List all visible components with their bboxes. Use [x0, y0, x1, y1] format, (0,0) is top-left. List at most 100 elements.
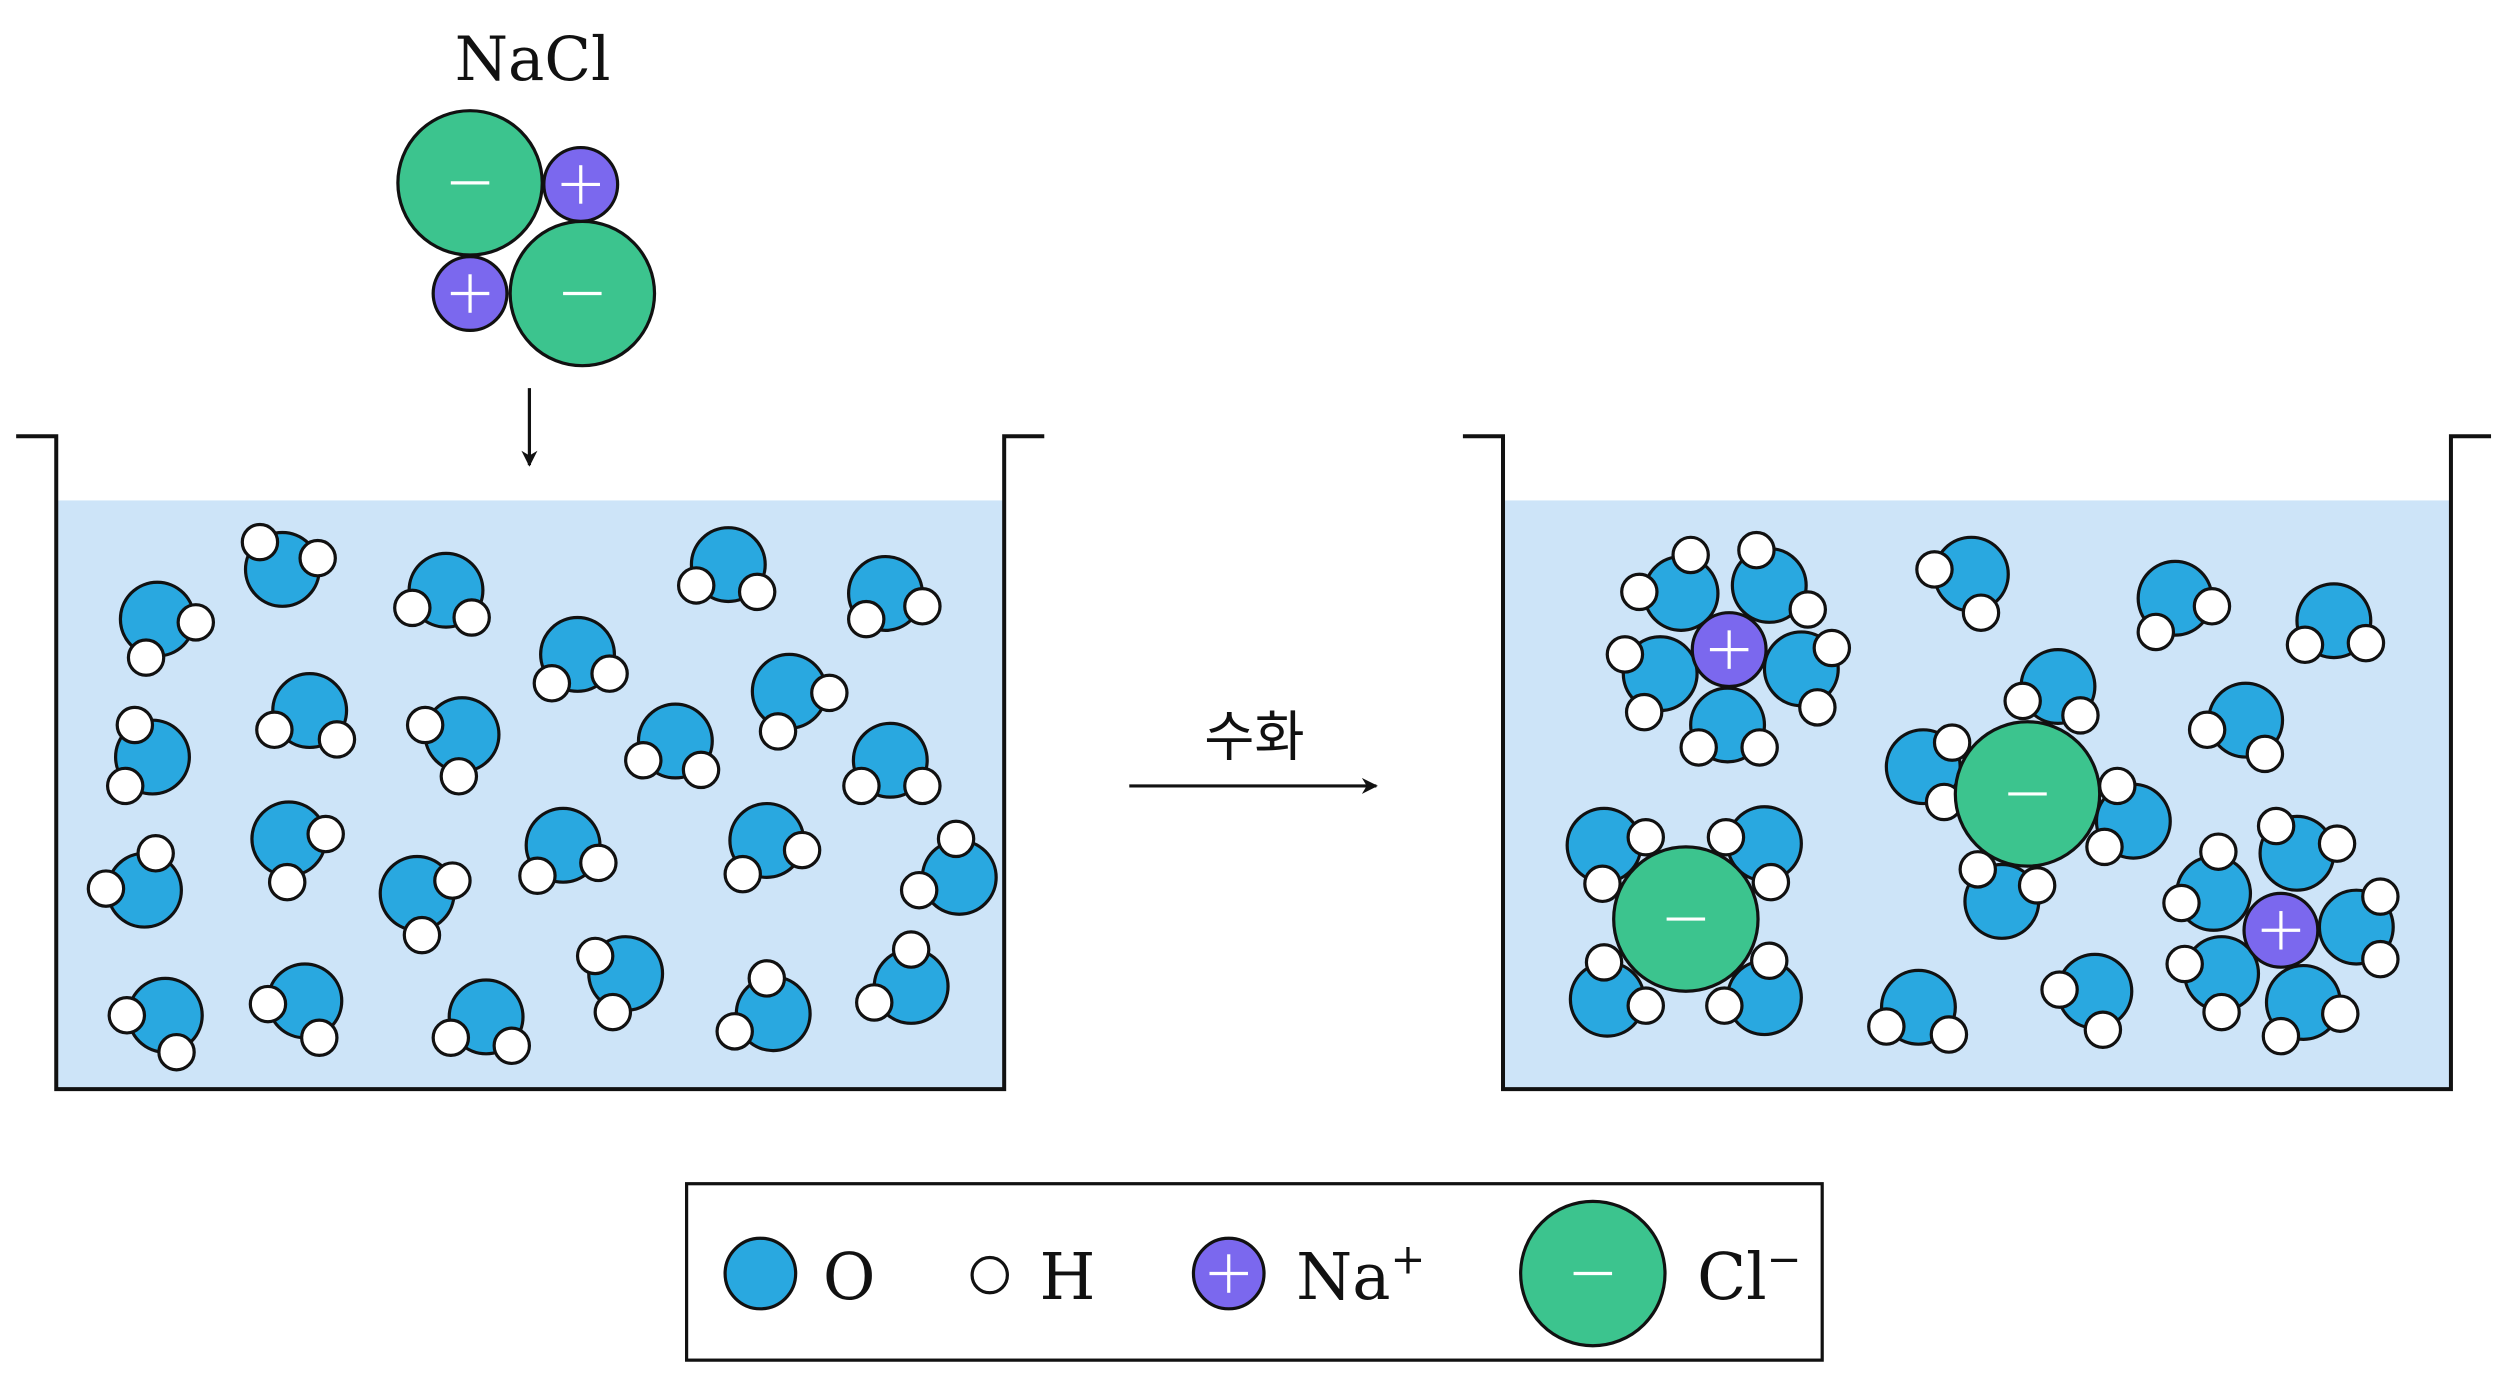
hydrogen-atom [518, 856, 557, 896]
hydrogen-atom [936, 819, 976, 859]
water-molecule [2317, 877, 2400, 979]
water-molecule [1706, 805, 1803, 902]
hydrogen-atom [240, 522, 280, 562]
water-molecule [2040, 952, 2134, 1049]
water-molecule [105, 705, 191, 806]
legend-chloride-symbol: Cl [1697, 1240, 1767, 1315]
water-molecule [431, 978, 532, 1066]
nacl-crystal [396, 109, 657, 368]
water-molecule [723, 801, 822, 894]
hydrogen-atom [2317, 824, 2357, 863]
hydrogen-atom [86, 869, 126, 908]
chloride-ion [396, 109, 544, 257]
hydrogen-atom [903, 766, 942, 806]
hydrogen-atom [2061, 696, 2100, 735]
hydrogen-atom [758, 712, 798, 751]
hydrogen-atom [402, 915, 442, 955]
hydrogen-atom [439, 757, 479, 796]
hydrogen-atom [855, 983, 894, 1022]
hydrogen-atom [1798, 688, 1837, 727]
water-molecule [248, 962, 344, 1058]
water-molecule [846, 554, 942, 639]
legend-sodium-symbol: Na [1296, 1240, 1390, 1315]
hydrogen-atom [492, 1026, 532, 1066]
hydrogen-atom [2187, 710, 2227, 750]
water-molecule [86, 834, 183, 929]
hydrogen-atom [1584, 943, 1624, 982]
hydrogen-atom [810, 673, 849, 713]
hydrogen-atom [1671, 535, 1710, 575]
nacl-formula-label: NaCl [455, 24, 611, 95]
legend-chloride-label: Cl− [1697, 1235, 1802, 1316]
hydrogen-atom [176, 603, 216, 642]
water-molecule [2003, 647, 2100, 735]
hydrogen-atom [1620, 572, 1659, 612]
chloride-ion [508, 219, 657, 368]
hydrogen-atom [1915, 550, 1954, 589]
hydrogen-atom [1812, 628, 1852, 668]
hydrogen-atom [532, 664, 572, 703]
hydrogen-atom [723, 854, 762, 894]
hydrogen-atom [2321, 994, 2360, 1033]
hydrogen-atom [1958, 850, 1998, 889]
sodium-ion [1690, 611, 1768, 689]
water-molecule [624, 702, 721, 790]
legend-hydrogen-icon [970, 1255, 1009, 1295]
water-molecule [1705, 941, 1803, 1037]
hydrogen-atom [2098, 766, 2137, 806]
water-molecule [1620, 535, 1720, 632]
hydrogen-atom [1624, 692, 1664, 732]
water-molecule [378, 854, 472, 955]
hydrogen-atom [393, 588, 432, 628]
hydrogen-atom [842, 766, 881, 806]
hydrogen-atom [2346, 623, 2386, 663]
legend-sodium-label: Na+ [1296, 1235, 1425, 1316]
legend-sodium-icon [1191, 1236, 1266, 1311]
hydrogen-atom [431, 1018, 471, 1058]
water-molecule [2085, 766, 2172, 867]
hydrogen-atom [1740, 728, 1779, 767]
hydrogen-atom [105, 766, 145, 806]
water-molecule [240, 522, 337, 608]
water-molecule [750, 652, 849, 751]
water-molecule [1884, 723, 1972, 822]
water-molecule [2162, 832, 2253, 932]
hydrogen-atom [846, 599, 886, 639]
hydrogen-atom [747, 959, 787, 998]
hydrogen-atom [126, 638, 166, 677]
legend-chloride-charge: − [1767, 1235, 1802, 1284]
water-molecule [855, 930, 950, 1025]
water-molecule [1730, 530, 1828, 629]
hydrogen-atom [452, 598, 491, 637]
hydrogen-atom [306, 814, 345, 854]
hydration-label: 수화 [1204, 704, 1304, 768]
water-molecule [842, 721, 942, 806]
water-molecule [899, 819, 998, 916]
hydrogen-atom [782, 830, 822, 870]
water-molecule [1762, 628, 1852, 727]
hydrogen-atom [575, 936, 615, 976]
hydrogen-atom [681, 750, 721, 790]
water-molecule [532, 615, 629, 703]
water-molecule [250, 800, 345, 902]
water-molecule [676, 526, 777, 612]
hydrogen-atom [2361, 877, 2400, 916]
hydrogen-atom [1867, 1007, 1906, 1046]
water-molecule [2136, 559, 2232, 652]
hydrogen-atom [298, 538, 337, 578]
hydrogen-atom [1751, 862, 1791, 902]
hydrogen-atom [2003, 681, 2042, 721]
hydrogen-atom [1737, 530, 1776, 570]
hydrogen-atom [2017, 866, 2057, 905]
sodium-ion [542, 145, 620, 223]
hydrogen-atom [737, 572, 777, 612]
legend-hydrogen-label: H [1039, 1240, 1095, 1315]
water-molecule [2285, 582, 2386, 665]
right-beaker-outline [1462, 434, 2492, 1092]
legend-oxygen-icon [723, 1236, 798, 1311]
hydrogen-atom [2202, 992, 2241, 1032]
hydrogen-atom [2199, 832, 2238, 871]
hydrogen-atom [590, 654, 629, 693]
